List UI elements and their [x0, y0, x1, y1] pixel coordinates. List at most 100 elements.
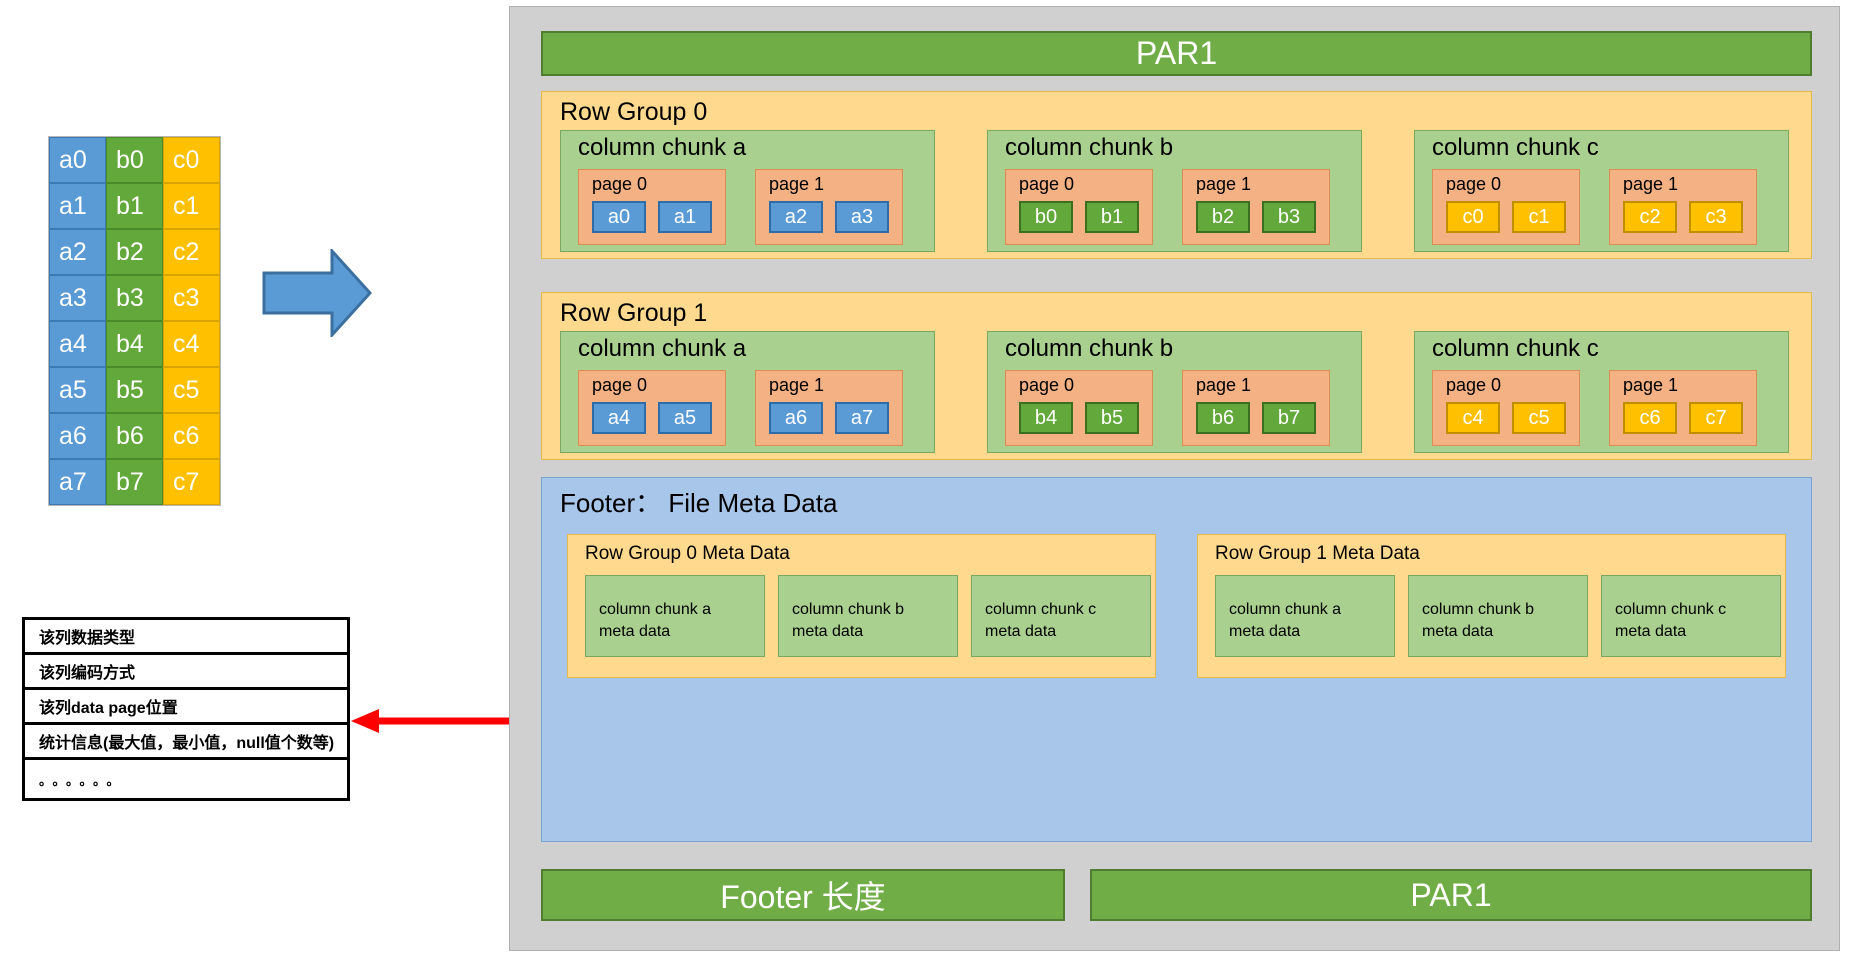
value-cell: c5 [1512, 402, 1566, 434]
value-cell: a6 [769, 402, 823, 434]
source-cell: c5 [163, 367, 220, 413]
page-values: b4 b5 [1019, 402, 1139, 434]
page-title: page 1 [1196, 174, 1252, 194]
page-title: page 1 [769, 375, 825, 395]
value-cell: b6 [1196, 402, 1250, 434]
column-chunk-b-meta-data: column chunk b meta data [778, 575, 958, 657]
value-cell: b2 [1196, 201, 1250, 233]
page-values: c6 c7 [1623, 402, 1743, 434]
source-cell: c6 [163, 413, 220, 459]
magic-number-top: PAR1 [541, 31, 1812, 76]
footer-file-meta-data: Footer： File Meta Data Row Group 0 Meta … [541, 477, 1812, 842]
value-cell: c2 [1623, 201, 1677, 233]
source-data-pane: a0 a1 a2 a3 a4 a5 a6 a7 b0 b1 b2 b3 b4 b… [0, 0, 613, 957]
page-title: page 0 [1446, 375, 1502, 395]
row-group-1-meta-data: Row Group 1 Meta Data column chunk a met… [1197, 534, 1786, 678]
value-cell: a0 [592, 201, 646, 233]
pages-container: page 0 b4 b5 page 1 b6 b7 [1005, 370, 1330, 446]
page-values: c4 c5 [1446, 402, 1566, 434]
footer-title: Footer： File Meta Data [560, 488, 838, 518]
page-title: page 0 [1019, 375, 1075, 395]
row-group-meta-title: Row Group 1 Meta Data [1215, 543, 1420, 564]
page-1: page 1 c6 c7 [1609, 370, 1757, 446]
page-0: page 0 c0 c1 [1432, 169, 1580, 245]
page-title: page 1 [1623, 375, 1679, 395]
column-chunks-container: column chunk a page 0 a0 a1 page 1 a2 a [560, 130, 1793, 252]
column-chunks-container: column chunk a page 0 a4 a5 page 1 a6 a [560, 331, 1793, 453]
column-metadata-legend: 该列数据类型 该列编码方式 该列data page位置 统计信息(最大值，最小值… [22, 617, 350, 801]
value-cell: b5 [1085, 402, 1139, 434]
value-cell: a3 [835, 201, 889, 233]
source-cell: b0 [106, 137, 163, 183]
source-cell: c7 [163, 459, 220, 505]
page-0: page 0 a0 a1 [578, 169, 726, 245]
source-cell: a2 [49, 229, 106, 275]
pages-container: page 0 c4 c5 page 1 c6 c7 [1432, 370, 1757, 446]
page-values: a2 a3 [769, 201, 889, 233]
value-cell: c1 [1512, 201, 1566, 233]
column-chunk-title: column chunk a [578, 134, 747, 161]
value-cell: b7 [1262, 402, 1316, 434]
page-title: page 0 [1446, 174, 1502, 194]
source-cell: a7 [49, 459, 106, 505]
source-cell: b4 [106, 321, 163, 367]
column-chunk-meta-container: column chunk a meta data column chunk b … [1215, 575, 1781, 657]
page-0: page 0 c4 c5 [1432, 370, 1580, 446]
page-1: page 1 b2 b3 [1182, 169, 1330, 245]
column-chunk-b: column chunk b page 0 b4 b5 page 1 b6 b [987, 331, 1362, 453]
source-cell: a5 [49, 367, 106, 413]
value-cell: b1 [1085, 201, 1139, 233]
source-cell: b6 [106, 413, 163, 459]
row-group-0: Row Group 0 column chunk a page 0 a0 a1 … [541, 91, 1812, 259]
source-cell: a3 [49, 275, 106, 321]
value-cell: b0 [1019, 201, 1073, 233]
page-values: a0 a1 [592, 201, 712, 233]
page-0: page 0 b4 b5 [1005, 370, 1153, 446]
column-chunk-c: column chunk c page 0 c0 c1 page 1 c2 c [1414, 130, 1789, 252]
row-group-title: Row Group 0 [560, 98, 708, 126]
source-cell: c0 [163, 137, 220, 183]
value-cell: b4 [1019, 402, 1073, 434]
source-data-table: a0 a1 a2 a3 a4 a5 a6 a7 b0 b1 b2 b3 b4 b… [48, 136, 221, 506]
value-cell: a1 [658, 201, 712, 233]
source-cell: b5 [106, 367, 163, 413]
pages-container: page 0 a4 a5 page 1 a6 a7 [578, 370, 903, 446]
source-column-c: c0 c1 c2 c3 c4 c5 c6 c7 [163, 137, 220, 505]
source-cell: b7 [106, 459, 163, 505]
legend-row-ellipsis: 。。。。。。 [39, 772, 127, 788]
value-cell: b3 [1262, 201, 1316, 233]
page-1: page 1 a6 a7 [755, 370, 903, 446]
column-chunk-b-meta-data: column chunk b meta data [1408, 575, 1588, 657]
column-chunk-c: column chunk c page 0 c4 c5 page 1 c6 c [1414, 331, 1789, 453]
page-1: page 1 b6 b7 [1182, 370, 1330, 446]
source-cell: c2 [163, 229, 220, 275]
page-values: b6 b7 [1196, 402, 1316, 434]
page-title: page 0 [1019, 174, 1075, 194]
page-title: page 0 [592, 174, 648, 194]
page-values: a4 a5 [592, 402, 712, 434]
row-group-meta-title: Row Group 0 Meta Data [585, 543, 790, 564]
column-chunk-a: column chunk a page 0 a0 a1 page 1 a2 a [560, 130, 935, 252]
transform-arrow-icon [262, 249, 372, 337]
pages-container: page 0 a0 a1 page 1 a2 a3 [578, 169, 903, 245]
column-chunk-c-meta-data: column chunk c meta data [1601, 575, 1781, 657]
row-group-title: Row Group 1 [560, 299, 708, 327]
value-cell: a7 [835, 402, 889, 434]
page-values: b2 b3 [1196, 201, 1316, 233]
page-title: page 0 [592, 375, 648, 395]
source-cell: b1 [106, 183, 163, 229]
source-column-a: a0 a1 a2 a3 a4 a5 a6 a7 [49, 137, 106, 505]
source-cell: c4 [163, 321, 220, 367]
legend-row: 统计信息(最大值，最小值，null值个数等) [25, 725, 347, 760]
page-title: page 1 [1196, 375, 1252, 395]
column-chunk-title: column chunk c [1432, 134, 1599, 161]
value-cell: a2 [769, 201, 823, 233]
magic-number-bottom: PAR1 [1090, 869, 1812, 921]
legend-row: 该列data page位置 [25, 690, 347, 725]
page-title: page 1 [769, 174, 825, 194]
parquet-file-panel: PAR1 Row Group 0 column chunk a page 0 a… [509, 6, 1840, 951]
footer-length-bar: Footer 长度 [541, 869, 1065, 921]
source-cell: c3 [163, 275, 220, 321]
page-values: c0 c1 [1446, 201, 1566, 233]
source-cell: b2 [106, 229, 163, 275]
